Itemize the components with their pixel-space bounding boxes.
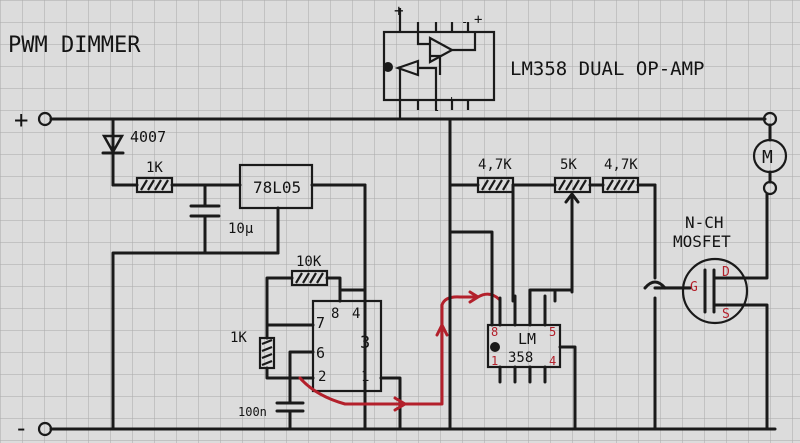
opamp-pin-8: 8 xyxy=(491,325,498,339)
positive-rail-symbol: + xyxy=(14,106,28,134)
gate-crossover-wire xyxy=(643,183,692,431)
opamp-pins xyxy=(498,294,547,384)
pinout-plus-top-right: + xyxy=(474,12,482,28)
mosfet-source-label: S xyxy=(722,307,730,322)
opamp-name-358: 358 xyxy=(508,350,533,366)
pinout-plus-top: + xyxy=(394,1,404,20)
drain-wire xyxy=(720,192,769,280)
pinout-notch xyxy=(383,62,393,72)
resistor-10k-hatch xyxy=(295,272,324,284)
pinout-bottom-pins xyxy=(398,100,470,118)
timer-vcc-wires xyxy=(338,183,367,431)
lm358-pinout-sketch: + - + - + xyxy=(382,1,496,118)
cap-10u-label: 10µ xyxy=(228,221,254,237)
resistor-10k xyxy=(290,269,329,287)
pinout-minus-top: - xyxy=(461,15,468,29)
timer-pin-6: 6 xyxy=(316,344,325,362)
regulator-label: 78L05 xyxy=(253,178,301,197)
pinout-minus-bottom: - xyxy=(433,103,440,117)
mosfet-label-1: N-CH xyxy=(685,213,724,232)
negative-rail-symbol: - xyxy=(14,414,28,442)
pot-5k xyxy=(553,176,592,194)
motor-circle xyxy=(752,138,788,174)
mosfet-label-2: MOSFET xyxy=(673,232,731,251)
mosfet-internal xyxy=(703,268,724,314)
resistor-1k-input xyxy=(135,176,174,194)
resistor-1k-input-label: 1K xyxy=(146,160,163,176)
opamp-input-wires xyxy=(448,183,574,327)
opamp-pin-5: 5 xyxy=(549,325,556,339)
mosfet-body xyxy=(681,257,749,325)
diode-label: 4007 xyxy=(130,128,166,146)
resistor-4k7-b-label: 4,7K xyxy=(604,157,638,173)
resistor-1k-timing xyxy=(258,336,276,370)
opamp-pin-4: 4 xyxy=(549,354,556,368)
opamp-output-wire xyxy=(558,345,577,431)
resistor-4k7-b xyxy=(601,176,640,194)
cap-10u-plates xyxy=(189,204,221,218)
timer-pin-7: 7 xyxy=(316,314,325,332)
page-title: PWM DIMMER xyxy=(8,33,141,58)
opamp-pin-1: 1 xyxy=(491,354,498,368)
diode-body xyxy=(101,134,125,155)
opamp-name-lm: LM xyxy=(518,330,536,348)
pinout-internal-wires xyxy=(398,32,477,100)
cap-100n-plates xyxy=(275,401,305,413)
pot-5k-hatch xyxy=(558,179,587,191)
pot-5k-label: 5K xyxy=(560,157,577,173)
resistor-1k-input-hatch xyxy=(140,179,169,191)
resistor-10k-loop xyxy=(265,276,342,327)
cap-100n-label: 100n xyxy=(238,405,267,419)
resistor-1k-timing-wires xyxy=(265,323,315,380)
motor-terminal xyxy=(762,180,778,196)
motor-label: M xyxy=(762,147,773,168)
resistor-1k-timing-label: 1K xyxy=(230,330,247,346)
pinout-plus-bottom: + xyxy=(448,93,455,107)
timer-pin-4: 4 xyxy=(352,306,360,322)
resistor-1k-timing-hatch xyxy=(261,338,273,367)
ic-caption: LM358 DUAL OP-AMP xyxy=(510,58,704,80)
mosfet-gate-label: G xyxy=(690,280,698,295)
resistor-4k7-a-label: 4,7K xyxy=(478,157,512,173)
pinout-top-pins xyxy=(398,8,470,32)
timer-ic xyxy=(311,299,383,393)
pot-5k-wiper xyxy=(564,192,580,294)
mosfet-drain-label: D xyxy=(722,265,730,280)
local-ground-bus xyxy=(111,251,280,431)
timer-pin-2: 2 xyxy=(318,369,326,385)
resistor-10k-label: 10K xyxy=(296,254,322,270)
divider-wires xyxy=(448,117,657,431)
timer-gnd-wire xyxy=(379,376,402,431)
opamp-notch xyxy=(490,342,500,352)
resistor-4k7-a-hatch xyxy=(481,179,510,191)
source-wire xyxy=(720,303,769,431)
timer-pin-8: 8 xyxy=(331,306,339,322)
resistor-4k7-b-hatch xyxy=(606,179,635,191)
